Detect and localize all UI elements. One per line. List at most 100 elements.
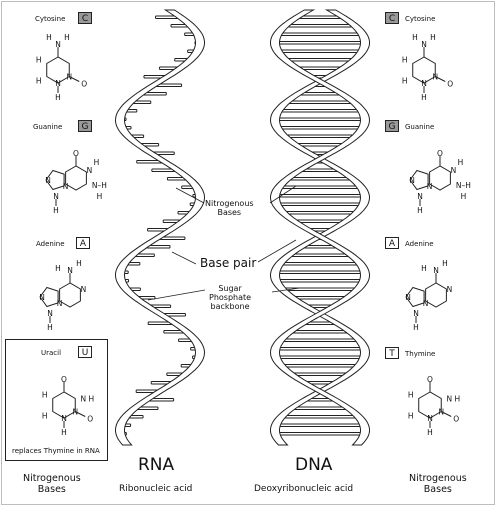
left-uracil-h-extra: H: [88, 395, 94, 404]
dna-helix: [269, 9, 371, 446]
right-cytosine-oxygen: O: [447, 80, 453, 89]
right-guanine-ring6: [429, 165, 451, 191]
nitrogenous-bases-annotation: Nitrogenous Bases: [205, 199, 254, 217]
right-cytosine-amine-n: N: [421, 40, 427, 49]
left-guanine-ring6: [65, 165, 87, 191]
left-uracil-box: U: [78, 346, 92, 358]
right-adenine-n7: N: [413, 309, 419, 318]
right-guanine-ring5: [409, 169, 429, 191]
annotation-pointer: [175, 187, 205, 204]
left-uracil-h-n: H: [61, 428, 67, 437]
left-adenine-amine-h1: H: [55, 264, 61, 273]
annotation-pointer: [147, 289, 206, 301]
right-thymine-oxygen: O: [453, 415, 459, 424]
left-adenine-n1: N: [81, 285, 87, 294]
left-uracil-h2: H: [42, 412, 48, 421]
left-cytosine-label: Cytosine: [35, 15, 66, 23]
right-thymine-ring: [418, 391, 442, 419]
right-adenine-amine-h1: H: [421, 264, 427, 273]
right-thymine-n-extra: N: [446, 395, 452, 404]
left-adenine-ring5: [39, 286, 59, 308]
right-adenine-n9: N: [405, 293, 411, 302]
left-uracil-label: Uracil: [41, 349, 62, 357]
left-guanine-oxygen: O: [73, 149, 79, 158]
right-adenine-box: A: [385, 237, 399, 249]
right-guanine-box: G: [385, 120, 399, 132]
right-cytosine-n3: N: [421, 79, 427, 88]
footer-line-1: Nitrogenous: [23, 473, 81, 484]
dna-strand-2: [269, 9, 371, 446]
right-thymine-label: Thymine: [405, 350, 436, 358]
footer-line-2: Bases: [37, 484, 66, 495]
bond: [75, 411, 86, 417]
rna-helix: [114, 9, 206, 446]
bond: [441, 411, 452, 417]
left-cytosine-h-n: H: [55, 93, 61, 102]
base-pair-annotation: Base pair: [200, 256, 257, 270]
left-guanine-h1: H: [94, 158, 100, 167]
dna-strand-1: [269, 9, 371, 446]
left-uracil-n3: N: [61, 414, 67, 423]
left-adenine-h9: H: [47, 323, 53, 332]
left-adenine-box: A: [76, 237, 90, 249]
right-cytosine-ring: [412, 56, 436, 84]
left-guanine-n1: N: [87, 166, 93, 175]
left-adenine-ring6: [59, 282, 81, 308]
left-uracil-n-extra: N: [80, 395, 86, 404]
left-uracil-oxygen: O: [87, 415, 93, 424]
backbone-annotation: Sugar Phosphate backbone: [209, 284, 251, 311]
left-guanine-h9: H: [53, 206, 59, 215]
left-adenine-label: Adenine: [36, 240, 65, 248]
right-guanine-n9: N: [409, 176, 415, 185]
dna-title: DNA: [295, 455, 333, 475]
left-cytosine-box: C: [78, 12, 92, 24]
annotation-line-3: backbone: [210, 302, 250, 311]
footer-line-2: Bases: [423, 484, 452, 495]
right-adenine-ring6: [425, 282, 447, 308]
annotation-pointer: [171, 251, 197, 265]
right-cytosine-h1: H: [402, 56, 408, 65]
right-cytosine-box: C: [385, 12, 399, 24]
right-guanine-n3: N: [427, 182, 433, 191]
right-adenine-h9: H: [413, 323, 419, 332]
left-guanine-n7: N: [53, 192, 59, 201]
left-adenine-n3: N: [57, 299, 63, 308]
left-guanine-n9: N: [45, 176, 51, 185]
rna-strand-1: [114, 9, 206, 446]
left-cytosine-amine-h1: H: [46, 33, 52, 42]
left-guanine-label: Guanine: [33, 123, 63, 131]
uracil-note: replaces Thymine in RNA: [12, 447, 100, 455]
right-adenine-n3: N: [423, 299, 429, 308]
right-cytosine-h2: H: [402, 77, 408, 86]
left-adenine-n7: N: [47, 309, 53, 318]
left-guanine-box: G: [78, 120, 92, 132]
annotation-pointer: [257, 239, 297, 263]
left-cytosine-amine-h2: H: [64, 33, 70, 42]
left-footer: Nitrogenous Bases: [23, 473, 81, 495]
annotation-line-2: Phosphate: [209, 293, 252, 302]
right-cytosine-amine-h2: H: [430, 33, 436, 42]
right-guanine-amine: N–H: [456, 181, 471, 190]
left-uracil-h1: H: [42, 391, 48, 400]
left-guanine-amine-h: H: [97, 192, 103, 201]
dna-subtitle: Deoxyribonucleic acid: [254, 484, 354, 494]
left-cytosine-h1: H: [36, 56, 42, 65]
bond: [435, 76, 446, 82]
annotation-line-1: Sugar: [218, 284, 242, 293]
annotation-line-1: Nitrogenous: [205, 199, 254, 208]
rna-title: RNA: [138, 455, 175, 475]
annotation-pointer: [271, 287, 301, 293]
left-guanine-ring5: [45, 169, 65, 191]
left-guanine-amine: N–H: [92, 181, 107, 190]
bond: [69, 76, 80, 82]
right-guanine-amine-h: H: [461, 192, 467, 201]
right-thymine-h-n: H: [427, 428, 433, 437]
right-thymine-h1: H: [408, 391, 414, 400]
